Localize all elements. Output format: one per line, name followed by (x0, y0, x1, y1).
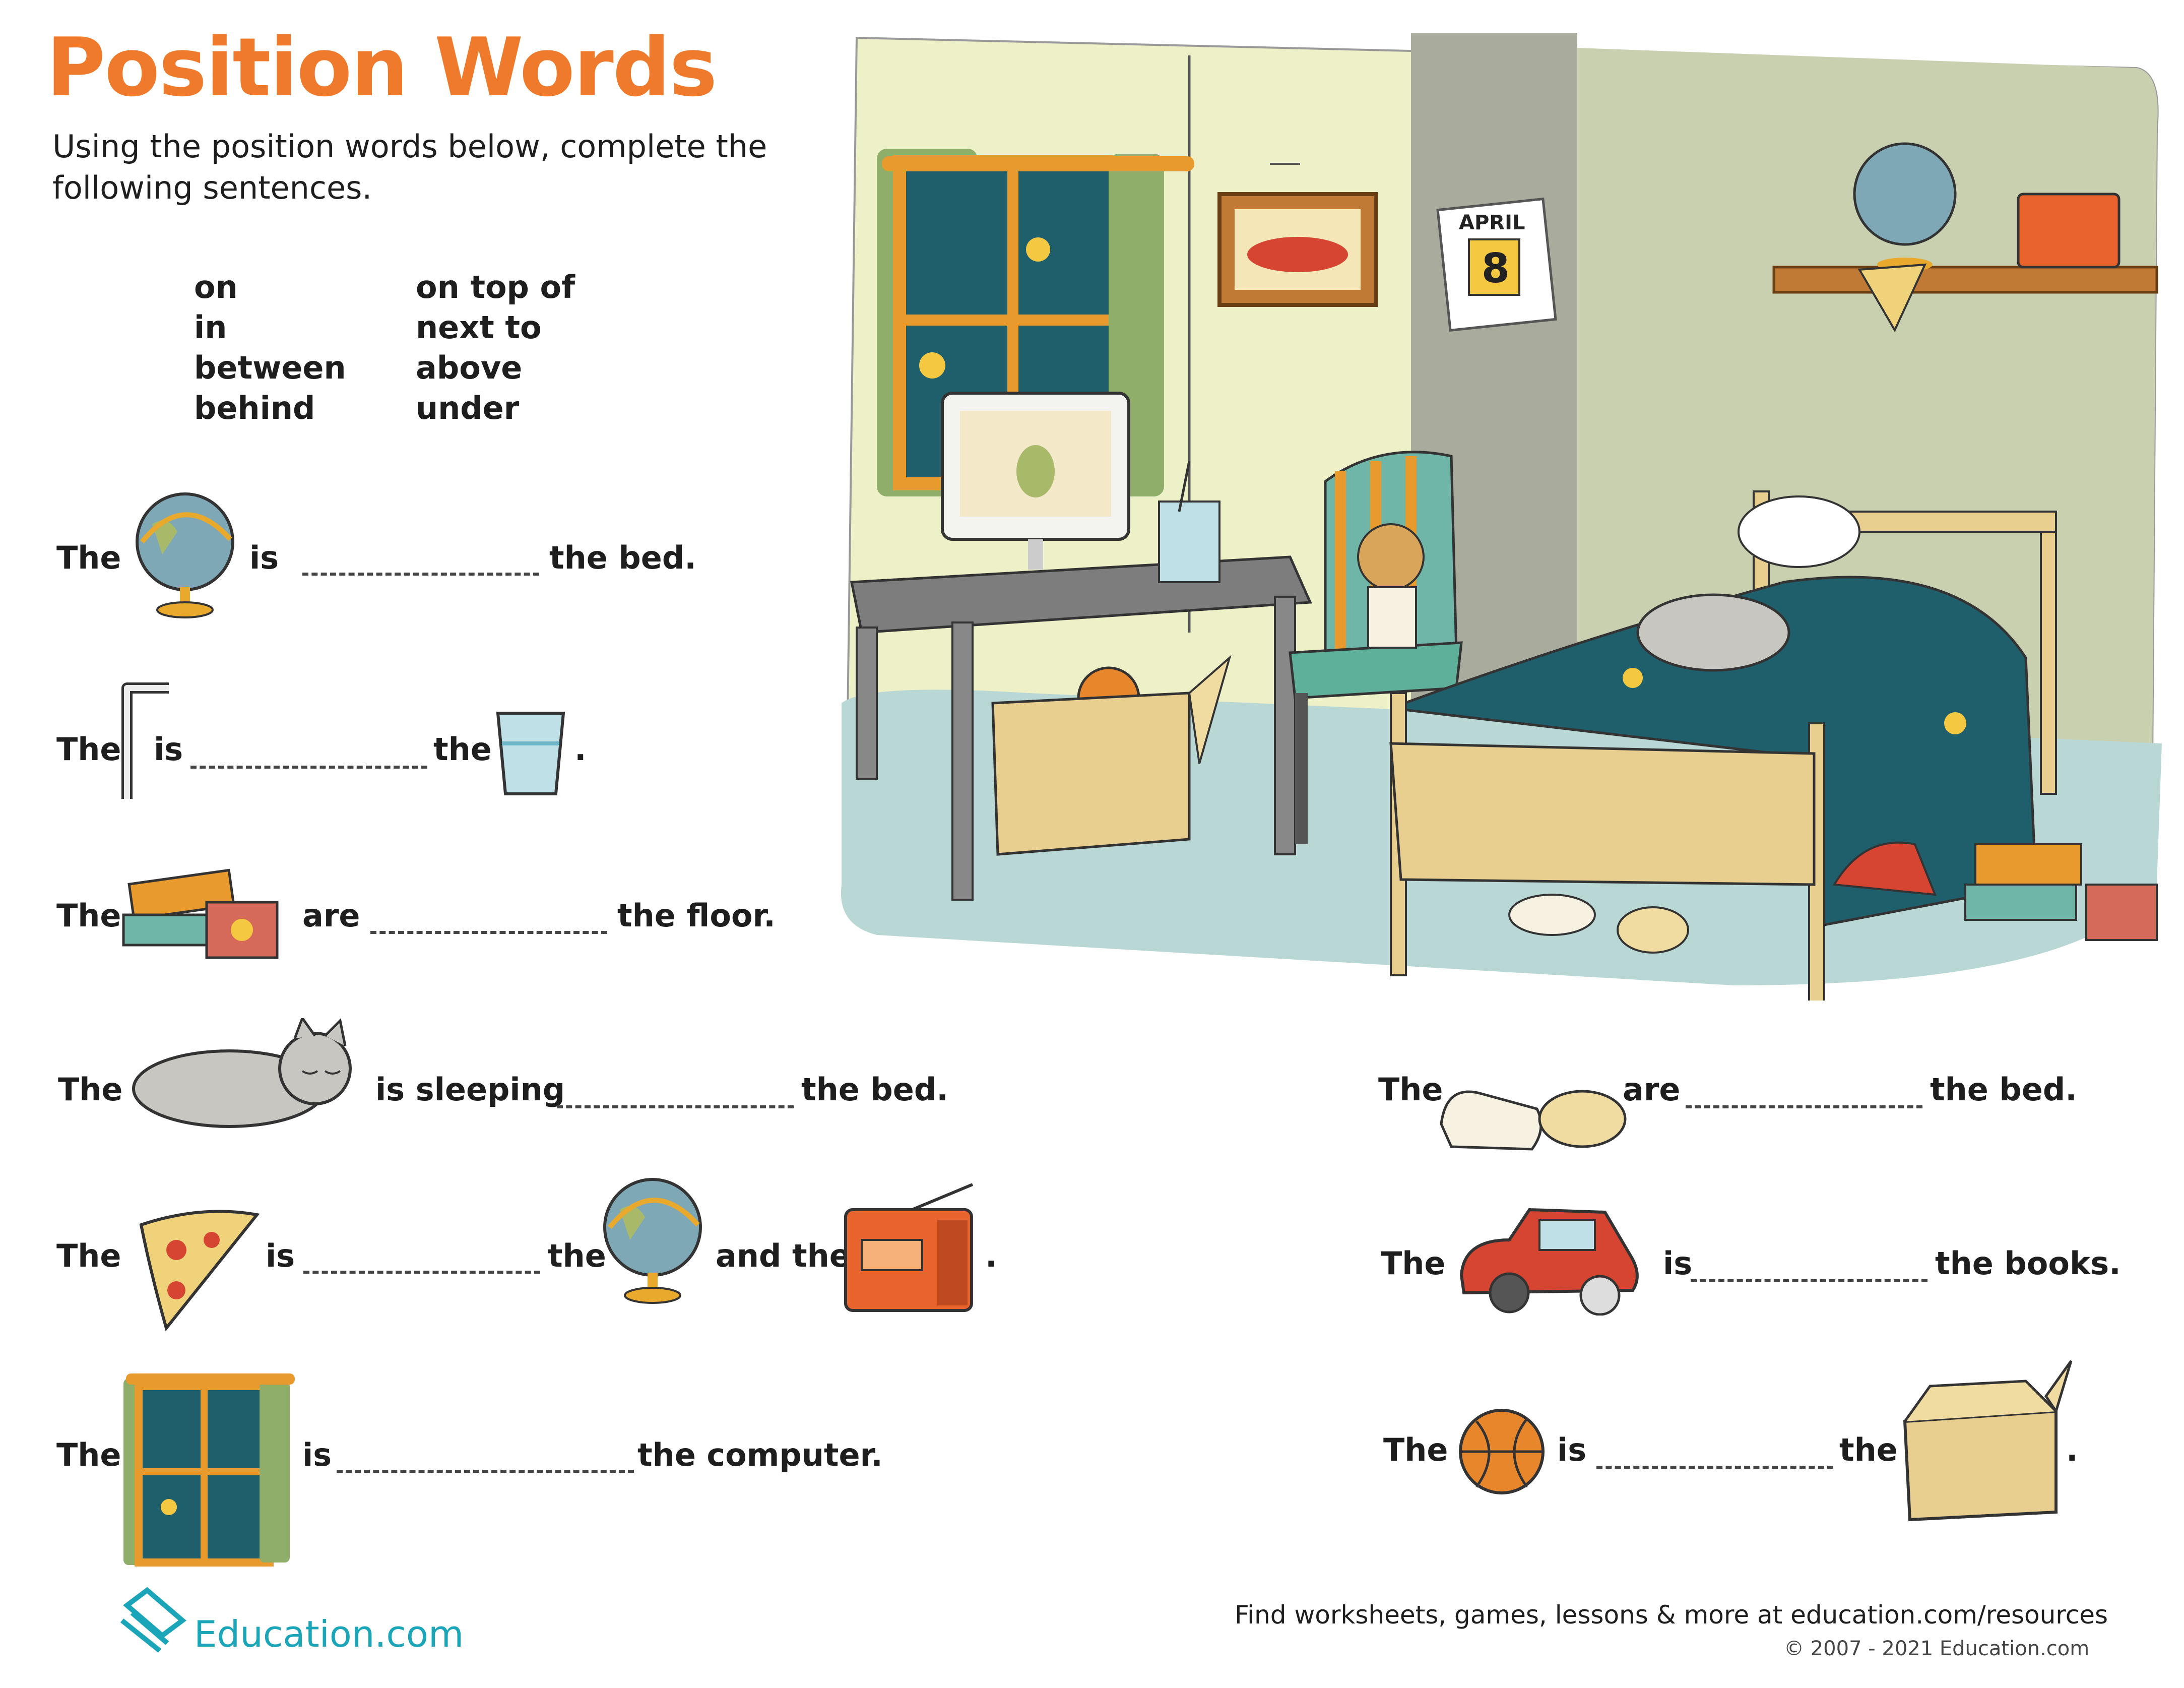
sentence-5-the: The (56, 1237, 121, 1274)
sentence-7-blank[interactable] (1686, 1105, 1922, 1108)
sentence-6-blank[interactable] (337, 1469, 634, 1473)
globe-icon (136, 492, 234, 618)
sentence-7-end: the bed. (1930, 1071, 2077, 1108)
shoe-left (1508, 894, 1596, 936)
sentence-2-period: . (574, 731, 587, 768)
word-behind: behind (194, 390, 315, 426)
sentence-6-end: the computer. (637, 1436, 883, 1473)
sentence-6-is: is (302, 1436, 332, 1473)
straw-icon (121, 682, 169, 799)
box-icon (1903, 1360, 2073, 1522)
sentence-4-blank[interactable] (557, 1105, 794, 1108)
calendar-day: 8 (1482, 245, 1510, 292)
education-logo[interactable]: Education.com (194, 1613, 464, 1655)
word-bank-column-2: on top of next to above under (416, 267, 575, 428)
word-next-to: next to (416, 309, 542, 346)
sentence-3-end: the floor. (617, 897, 776, 934)
sentence-8-is: is (1663, 1245, 1693, 1282)
sentence-3-the: The (56, 897, 121, 934)
toy-car (1832, 841, 1937, 896)
sentence-4-is-sleeping: is sleeping (375, 1071, 565, 1108)
word-under: under (416, 390, 520, 426)
blanket (1390, 576, 2037, 927)
sentence-2-is: is (154, 731, 183, 768)
sentence-5-and-the: and the (716, 1237, 851, 1274)
sentence-3-are: are (302, 897, 360, 934)
sentence-1-is: is (249, 539, 279, 576)
word-between: between (194, 349, 346, 386)
calendar: APRIL 8 (1436, 197, 1557, 332)
sentence-1-end: the bed. (549, 539, 696, 576)
word-bank-column-1: on in between behind (194, 267, 346, 428)
sentence-5-the-2: the (548, 1237, 606, 1274)
teddy-bear (1357, 523, 1425, 591)
glass (1158, 501, 1221, 583)
bed (1389, 490, 2057, 1001)
books-icon (122, 868, 279, 959)
bedroom-scene: APRIL 8 (841, 33, 2162, 1001)
sentence-6-the: The (56, 1436, 121, 1473)
sentence-9-the: The (1383, 1431, 1448, 1468)
floor-items (1508, 841, 2158, 954)
shoes-icon (1440, 1090, 1627, 1151)
sentence-1-blank[interactable] (302, 572, 539, 576)
page-title: Position Words (46, 20, 717, 114)
sentence-8-blank[interactable] (1691, 1279, 1928, 1282)
sentence-3-blank[interactable] (370, 930, 607, 934)
pizza-icon (139, 1210, 260, 1332)
sentence-5-is: is (266, 1237, 295, 1274)
word-in: in (194, 309, 227, 346)
sentence-7-are: are (1623, 1071, 1681, 1108)
sentence-4-the: The (58, 1071, 123, 1108)
wall-shelf (1772, 142, 2158, 333)
globe-icon-2 (603, 1178, 702, 1304)
ball-icon (1459, 1409, 1545, 1494)
sentence-9-blank[interactable] (1596, 1465, 1833, 1469)
sentence-5-blank[interactable] (303, 1270, 540, 1274)
straw (1178, 461, 1191, 512)
calendar-month: APRIL (1459, 211, 1525, 234)
sentence-1-the: The (56, 539, 121, 576)
footer-tagline: Find worksheets, games, lessons & more a… (1235, 1600, 2108, 1630)
sentence-9-is: is (1557, 1431, 1587, 1468)
pillow (1738, 495, 1860, 568)
word-above: above (416, 349, 523, 386)
sentence-8-the: The (1381, 1245, 1446, 1282)
sentence-8-end: the books. (1935, 1245, 2121, 1282)
book-stack (1974, 843, 2082, 886)
sentence-9-period: . (2066, 1431, 2078, 1468)
sentence-2-the-2: the (433, 731, 492, 768)
window-icon (123, 1373, 295, 1567)
sentence-7-the: The (1378, 1071, 1443, 1108)
word-on-top-of: on top of (416, 269, 575, 305)
footer-copyright: © 2007 - 2021 Education.com (1784, 1637, 2090, 1660)
sentence-9-the-2: the (1839, 1431, 1898, 1468)
car-picture-frame (1217, 163, 1378, 307)
cat-icon (132, 1018, 352, 1128)
sentence-4-end: the bed. (801, 1071, 948, 1108)
shoe-right (1617, 906, 1689, 954)
desk (850, 392, 1312, 901)
sentence-2-the: The (56, 731, 121, 768)
glass-icon (496, 712, 565, 795)
sentence-5-period: . (985, 1237, 997, 1274)
radio-icon (844, 1183, 974, 1312)
education-logo-icon (120, 1587, 186, 1653)
sleeping-cat (1636, 593, 1790, 672)
car-icon (1459, 1208, 1639, 1316)
word-on: on (194, 269, 238, 305)
box-with-ball (991, 655, 1232, 856)
sentence-2-blank[interactable] (190, 765, 427, 769)
instructions: Using the position words below, complete… (52, 128, 767, 206)
